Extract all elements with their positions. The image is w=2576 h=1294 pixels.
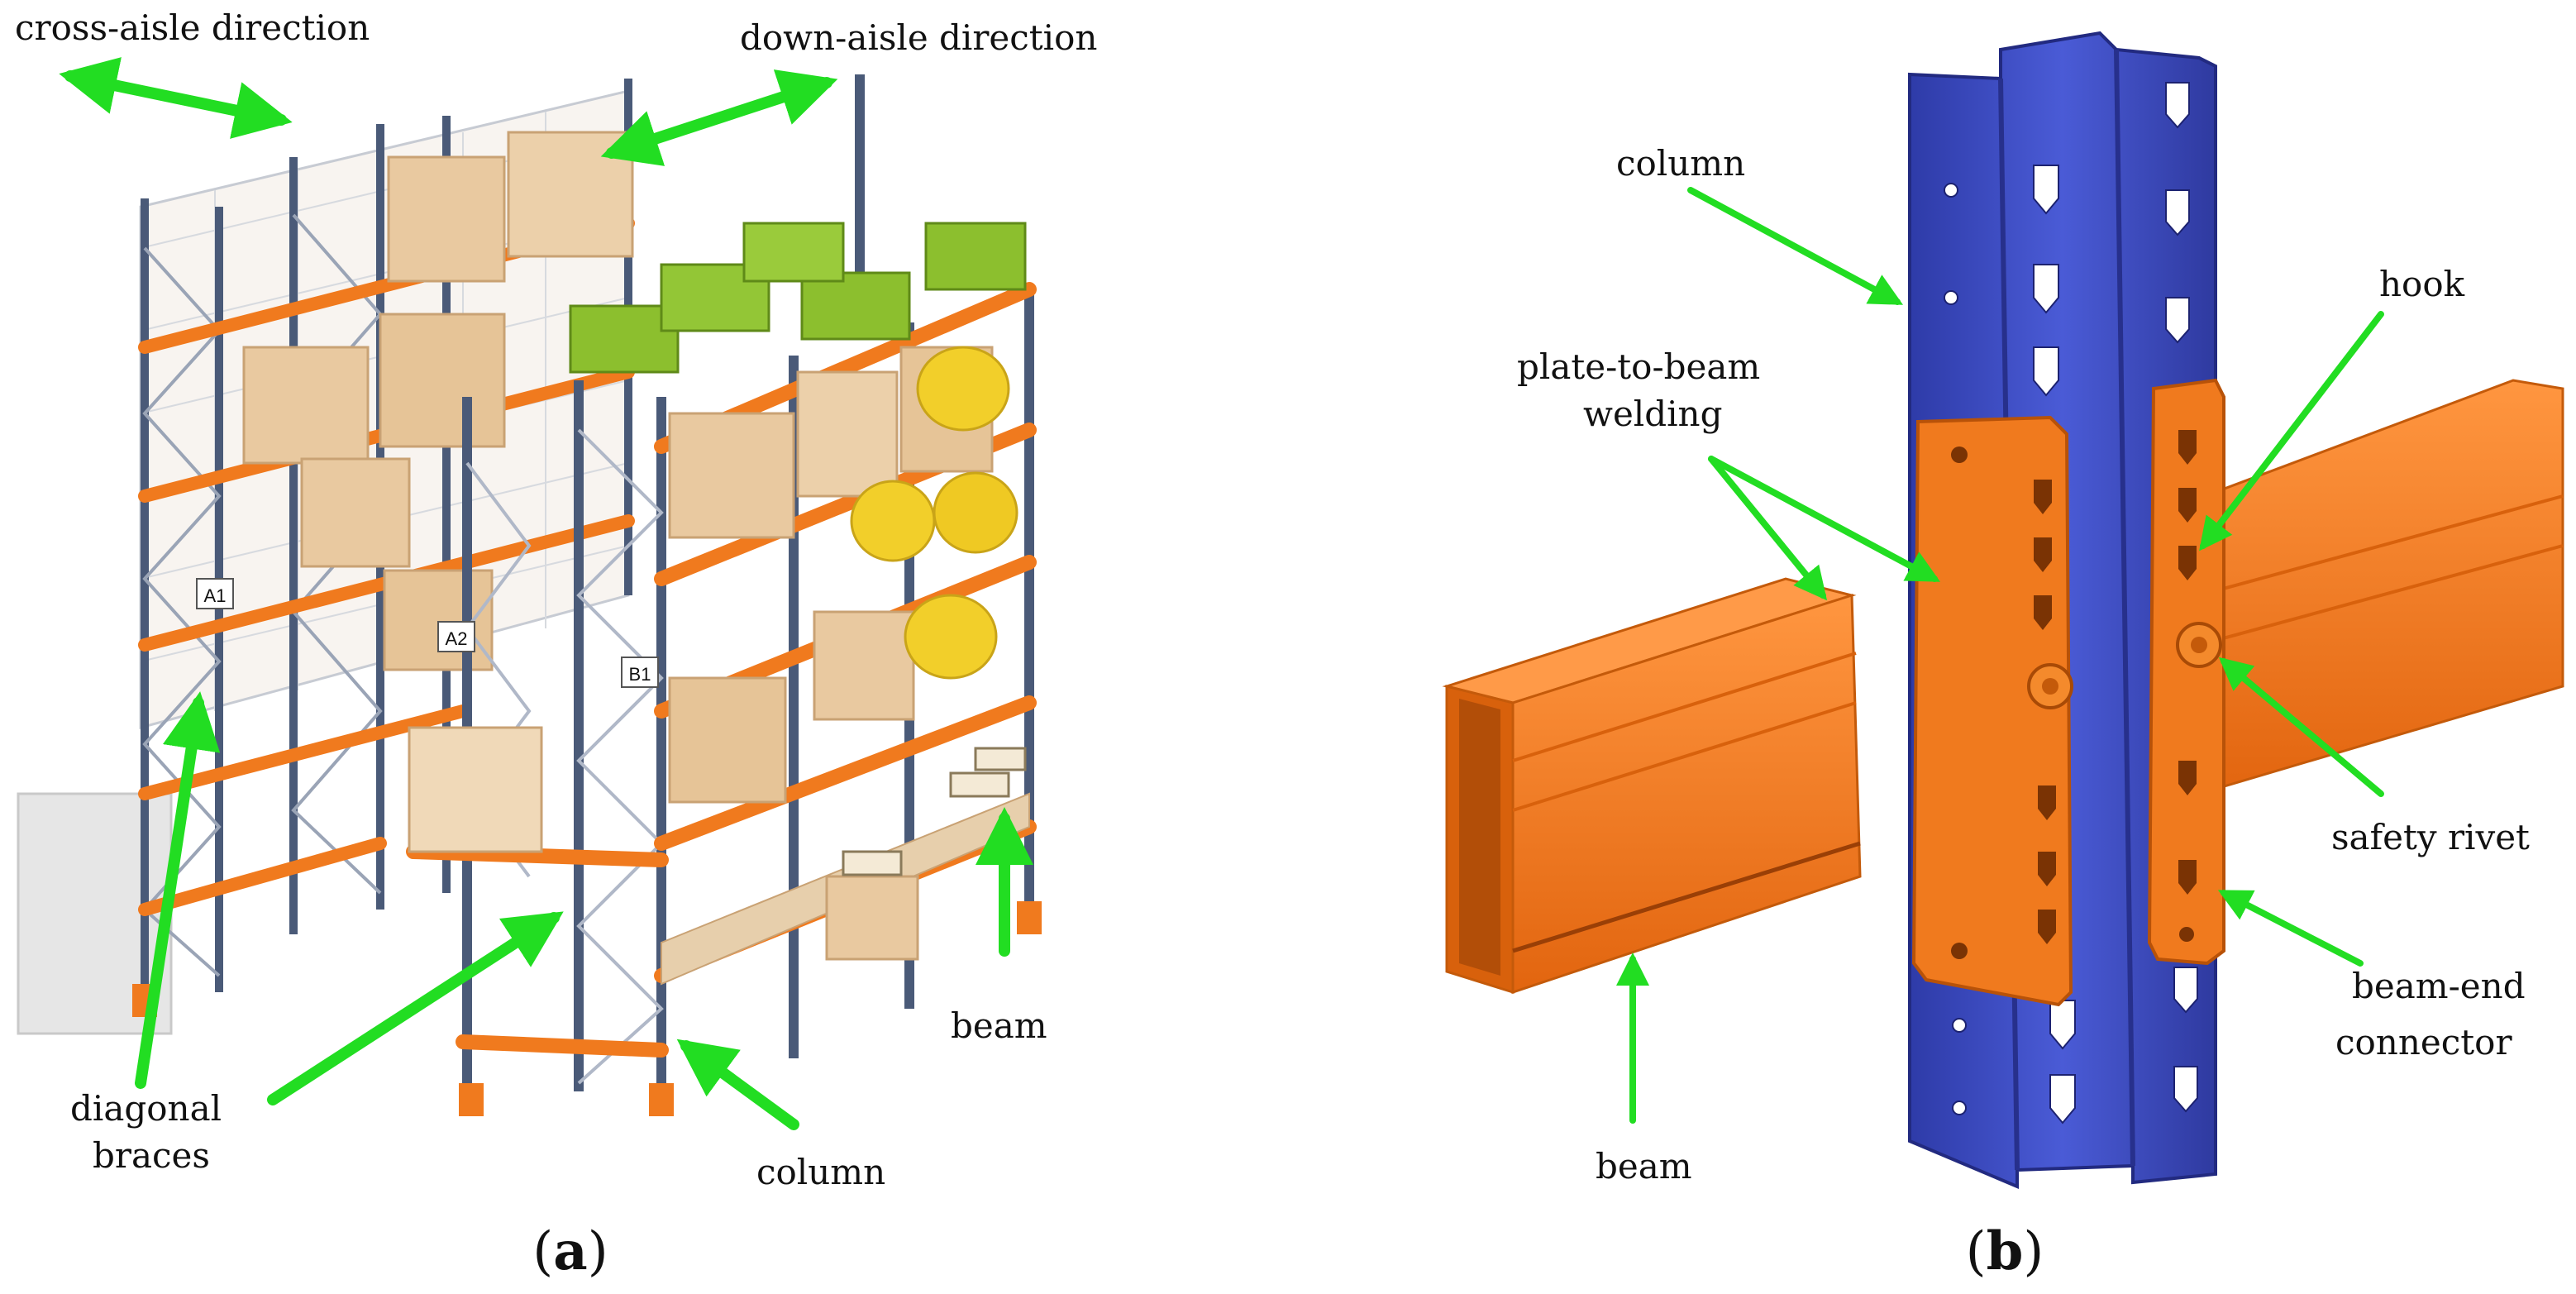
panel-b-connector-illustration xyxy=(1442,31,2564,1190)
cross-aisle-arrow xyxy=(59,57,293,139)
pallet-boxes-left xyxy=(242,131,634,671)
beam-end-connector-arrow xyxy=(2217,890,2364,967)
label-diagonal-line1: diagonal xyxy=(70,1088,222,1129)
panel-b-caption-close: ) xyxy=(2023,1221,2044,1282)
green-crates xyxy=(569,222,1027,374)
panel-b-labels: column plate-to-beam welding hook safety… xyxy=(1517,143,2530,1187)
left-end-plate xyxy=(1911,415,2073,1007)
label-beam-a: beam xyxy=(951,1005,1047,1046)
safety-rivet-arrow xyxy=(2218,657,2384,797)
pallet-boxes-front xyxy=(408,346,994,961)
column-arrow-a xyxy=(676,1039,799,1130)
column-arrow-b xyxy=(1687,187,1904,305)
rack-tag-a1-text: A1 xyxy=(204,585,227,606)
yellow-drums xyxy=(850,346,1018,680)
label-safety-rivet: safety rivet xyxy=(2331,817,2530,857)
rack-tag-a1: A1 xyxy=(196,578,234,609)
panel-b-caption-letter: b xyxy=(1987,1220,2024,1282)
plate-weld-arrow-2 xyxy=(1708,456,1941,582)
left-beam-hollow xyxy=(1459,699,1500,976)
panel-a-arrows xyxy=(59,57,1033,1130)
panel-b-caption-open: ( xyxy=(1966,1221,1987,1282)
panel-a-caption-open: ( xyxy=(532,1221,553,1282)
label-down-aisle: down-aisle direction xyxy=(740,17,1097,58)
rack-tag-a2-text: A2 xyxy=(446,628,468,649)
label-plate-line1: plate-to-beam xyxy=(1517,346,1760,387)
small-cartons xyxy=(842,747,1027,876)
label-hook: hook xyxy=(2379,264,2465,304)
label-column-b: column xyxy=(1616,143,1745,184)
label-beam-b: beam xyxy=(1596,1146,1692,1187)
label-column-a: column xyxy=(756,1152,885,1192)
panel-b-caption: (b) xyxy=(1966,1220,2044,1282)
label-cross-aisle: cross-aisle direction xyxy=(15,7,370,48)
panel-a-labels: cross-aisle direction down-aisle directi… xyxy=(15,7,1097,1192)
diagonal-braces-arrow-2 xyxy=(267,911,564,1105)
panel-b-arrows xyxy=(1616,187,2384,1124)
plate-weld-arrow-1 xyxy=(1708,456,1828,601)
right-beam xyxy=(2181,379,2564,795)
safety-rivet xyxy=(2176,622,2222,668)
column-slots xyxy=(1944,82,2198,1124)
label-beam-end-line1: beam-end xyxy=(2352,966,2526,1006)
rack-tag-a2: A2 xyxy=(437,621,475,652)
rack-tag-b1-text: B1 xyxy=(629,664,651,685)
rack-tag-b1: B1 xyxy=(621,657,659,688)
connector-hooks xyxy=(2178,430,2197,942)
panel-a-caption-letter: a xyxy=(553,1220,587,1282)
left-safety-rivet xyxy=(2027,663,2073,709)
panel-a-caption: (a) xyxy=(532,1220,608,1282)
hook-arrow xyxy=(2199,311,2384,552)
down-aisle-arrow xyxy=(600,69,838,166)
label-plate-line2: welding xyxy=(1583,394,1723,434)
diagonal-braces-arrow xyxy=(135,691,221,1089)
left-beam-face xyxy=(1511,593,1862,995)
label-beam-end-line2: connector xyxy=(2335,1022,2512,1062)
left-plate-holes xyxy=(1951,446,2056,959)
label-diagonal-line2: braces xyxy=(93,1135,210,1176)
panel-a-rack-illustration: A1 A2 B1 xyxy=(17,74,1042,1116)
panel-a-caption-close: ) xyxy=(588,1221,608,1282)
